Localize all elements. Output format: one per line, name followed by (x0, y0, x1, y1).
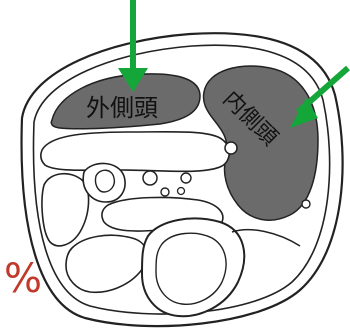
anterior-compartment (66, 235, 147, 292)
vessel-mid-2 (161, 188, 169, 196)
percent-mark: % (4, 256, 42, 302)
vessel-mid-3 (181, 173, 191, 183)
vessel-mid-1 (143, 171, 157, 185)
label-lateral-head: 外側頭 (86, 94, 158, 122)
vessel-mid-4 (178, 188, 185, 195)
soleus-band (41, 132, 230, 172)
vessel-small-right (225, 142, 237, 154)
vessel-right (302, 200, 310, 208)
fibula-inner (95, 170, 114, 192)
deep-compartment-left (42, 174, 89, 246)
